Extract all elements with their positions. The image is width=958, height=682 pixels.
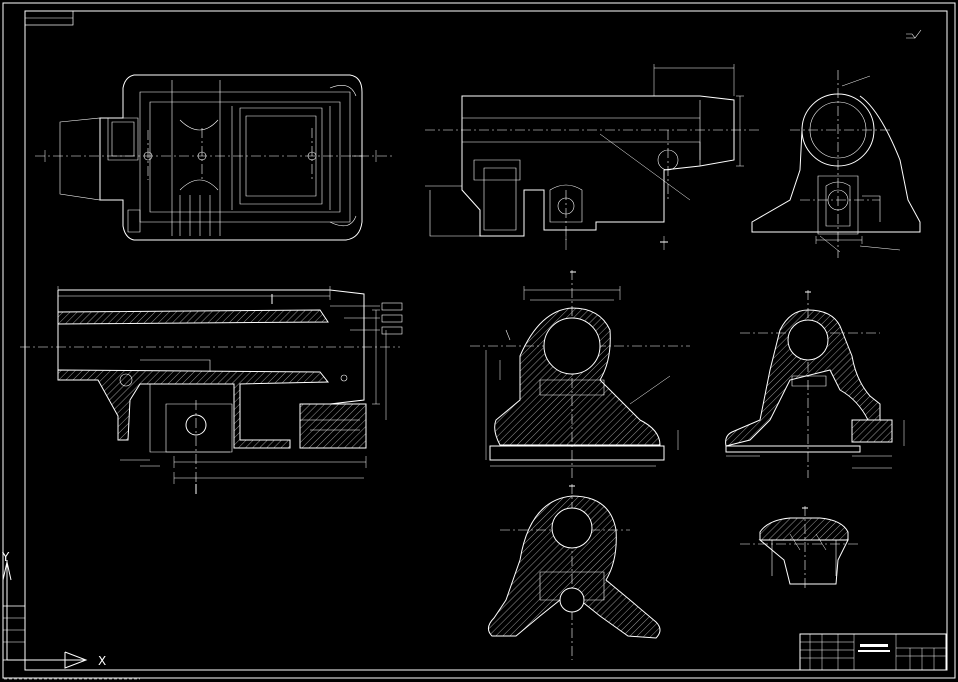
cross-section-c[interactable] [488, 484, 661, 660]
detail-section-d[interactable] [740, 506, 860, 590]
roughness-symbol [906, 29, 922, 39]
ucs-x-label: X [98, 654, 106, 668]
title-block[interactable] [799, 633, 947, 671]
cross-section-a[interactable] [470, 270, 690, 480]
cross-section-b[interactable] [725, 290, 905, 478]
ucs-icon: X Y [1, 550, 106, 669]
longitudinal-section-view[interactable] [20, 286, 403, 494]
ucs-y-label: Y [1, 550, 10, 564]
top-view[interactable] [35, 74, 392, 241]
inner-frame-border [24, 10, 948, 671]
front-view[interactable] [425, 64, 760, 250]
side-view[interactable] [751, 70, 921, 258]
